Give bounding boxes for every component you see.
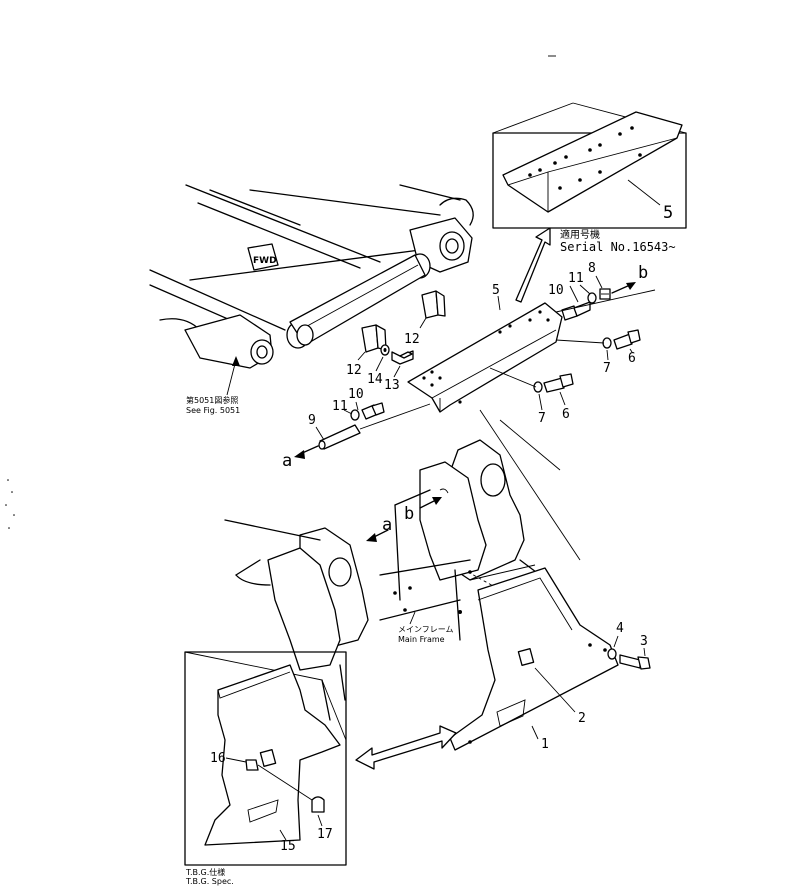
part-16 — [245, 759, 259, 771]
callout-11-left: 11 — [332, 399, 348, 414]
callout-10-left: 10 — [348, 387, 364, 402]
callout-12-b: 12 — [404, 332, 420, 347]
washer-11-left — [350, 409, 360, 421]
connector-b-top: b — [638, 263, 648, 283]
bracket-12-a — [361, 324, 387, 353]
inset-part5: 5 — [492, 102, 687, 229]
connector-b-frame: b — [404, 504, 414, 524]
bolt-10-upper — [561, 301, 591, 321]
svg-text:FWD: FWD — [253, 256, 277, 266]
tbg-spec-label: T.B.G. Spec. — [185, 877, 234, 886]
fwd-tag: FWD — [247, 243, 279, 271]
callout-7-lower: 7 — [538, 411, 546, 426]
bolt-13 — [391, 350, 414, 365]
washer-11-upper — [587, 292, 597, 304]
bolt-3 — [619, 654, 651, 670]
see-fig-note: See Fig. 5051 — [186, 406, 240, 415]
callout-5: 5 — [492, 283, 500, 298]
callout-4: 4 — [616, 621, 624, 636]
callout-5-inset: 5 — [663, 203, 673, 223]
callout-16: 16 — [210, 751, 226, 766]
double-arrow — [355, 725, 457, 770]
part-17 — [311, 796, 325, 813]
washer-7-right — [602, 337, 612, 349]
inset-holes — [528, 126, 642, 190]
serial-arrow — [515, 227, 551, 303]
bolt-6-lower — [543, 373, 574, 393]
washer-7-lower — [533, 381, 543, 393]
main-frame-label: Main Frame — [398, 635, 445, 644]
callout-11-upper: 11 — [568, 271, 584, 286]
inset-frame-top — [492, 132, 687, 229]
underguard-1 — [449, 567, 619, 751]
bolt-6-right — [613, 329, 641, 350]
callout-6-right: 6 — [628, 351, 636, 366]
lift-arms — [149, 184, 474, 369]
callout-2: 2 — [578, 711, 586, 726]
bracket-12-b — [421, 290, 446, 319]
washer-14 — [380, 344, 390, 356]
callout-13: 13 — [384, 378, 400, 393]
inset-plate — [502, 111, 683, 213]
callout-12-a: 12 — [346, 363, 362, 378]
callout-10-upper: 10 — [548, 283, 564, 298]
inset-pointer-line — [492, 102, 574, 134]
washer-4 — [607, 648, 617, 660]
callout-8: 8 — [588, 261, 596, 276]
serial-number-note: Serial No.16543~ — [560, 240, 676, 254]
tbg-spec-jp: T.B.G.仕様 — [185, 867, 225, 877]
callout-7-right: 7 — [603, 361, 611, 376]
inset-tbg — [184, 651, 347, 866]
applicable-serial-jp: 適用号機 — [560, 228, 600, 241]
callout-17: 17 — [317, 827, 333, 842]
callout-3: 3 — [640, 634, 648, 649]
callout-9: 9 — [308, 413, 316, 428]
callout-1: 1 — [541, 737, 549, 752]
callout-14: 14 — [367, 372, 383, 387]
spacer-8 — [599, 288, 611, 300]
connector-a-frame: a — [382, 515, 392, 535]
see-fig-jp: 第5051図参照 — [186, 395, 238, 405]
callout-15: 15 — [280, 839, 296, 854]
callout-6-lower: 6 — [562, 407, 570, 422]
connector-a-left: a — [282, 451, 292, 471]
main-frame-label-jp: メインフレーム — [398, 625, 454, 634]
bolt-10-left — [361, 402, 385, 420]
inset-frame-tbg — [184, 651, 347, 866]
pin-9 — [318, 424, 361, 450]
